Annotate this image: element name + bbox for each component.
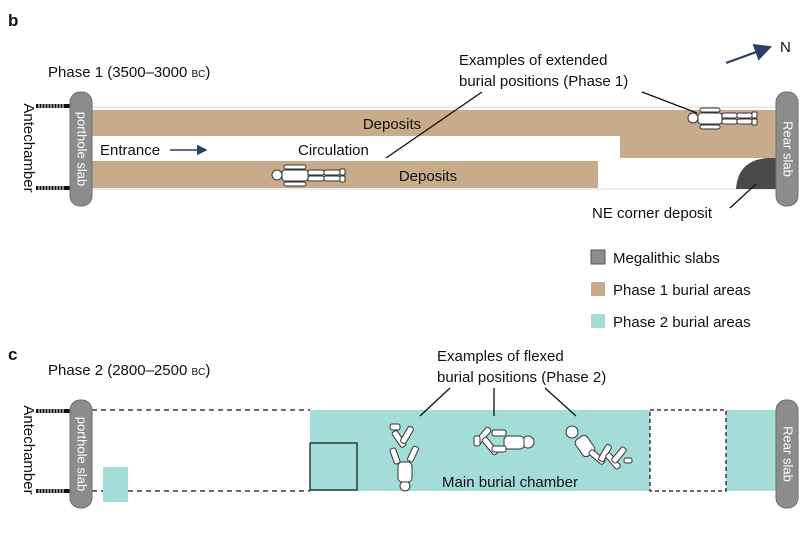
rear-slab-label-b: Rear slab (781, 121, 796, 177)
flexed-leader-1 (419, 387, 451, 417)
legend-label-slabs: Megalithic slabs (613, 250, 720, 267)
phase1-deposits-top (88, 110, 780, 158)
panel-b-letter: b (8, 11, 18, 30)
extended-burial-label-2: burial positions (Phase 1) (459, 73, 628, 90)
flexed-burial-label-2: burial positions (Phase 2) (437, 369, 606, 386)
flexed-burial-figure-1 (389, 423, 419, 492)
antechamber-posts-c (36, 409, 70, 493)
ne-corner-deposit (736, 158, 780, 189)
extended-burial-figure-1 (271, 164, 346, 187)
porthole-slab-label-c: porthole slab (75, 417, 90, 491)
deposits-top-label: Deposits (363, 116, 421, 133)
antechamber-posts-b (36, 104, 70, 190)
flexed-burial-figure-3 (565, 425, 633, 470)
flexed-burial-figure-2 (473, 426, 535, 456)
side-cell (309, 442, 358, 491)
rear-slab-b (775, 91, 799, 207)
legend-swatch-slabs (590, 249, 606, 265)
ne-corner-leader (729, 183, 757, 209)
legend-label-phase2: Phase 2 burial areas (613, 314, 751, 331)
circulation-label: Circulation (298, 142, 369, 159)
extended-burial-label-1: Examples of extended (459, 52, 607, 69)
empty-compartment (649, 409, 727, 492)
legend-label-phase1: Phase 1 burial areas (613, 282, 751, 299)
legend-swatch-phase2 (591, 314, 605, 328)
rear-slab-label-c: Rear slab (781, 426, 796, 482)
rear-slab-c (775, 399, 799, 509)
entrance-label: Entrance (100, 142, 160, 159)
porthole-slab-label-b: porthole slab (75, 112, 90, 186)
extended-leader-line-2 (641, 91, 698, 114)
legend-swatch-phase1 (591, 282, 605, 296)
extended-burial-figure-2 (687, 107, 758, 130)
flexed-burial-label-1: Examples of flexed (437, 348, 564, 365)
phase2-entrance-area (103, 467, 128, 502)
north-arrow (725, 43, 773, 65)
panel-c-letter: c (8, 345, 17, 364)
extended-leader-line-1 (385, 91, 483, 159)
porthole-slab-c (69, 399, 93, 509)
north-label: N (780, 39, 791, 56)
main-chamber-label: Main burial chamber (442, 474, 578, 491)
legend: Megalithic slabs Phase 1 burial areas Ph… (590, 249, 751, 331)
phase2-title: Phase 2 (2800–2500 BC) (48, 362, 210, 379)
antechamber-label-c: Antechamber (20, 405, 37, 494)
deposits-bottom-label: Deposits (399, 168, 457, 185)
antechamber-label-b: Antechamber (20, 103, 37, 192)
ne-corner-label: NE corner deposit (592, 205, 713, 222)
porthole-slab-b (69, 91, 93, 207)
flexed-leader-3 (544, 387, 577, 417)
phase1-title: Phase 1 (3500–3000 BC) (48, 64, 210, 81)
